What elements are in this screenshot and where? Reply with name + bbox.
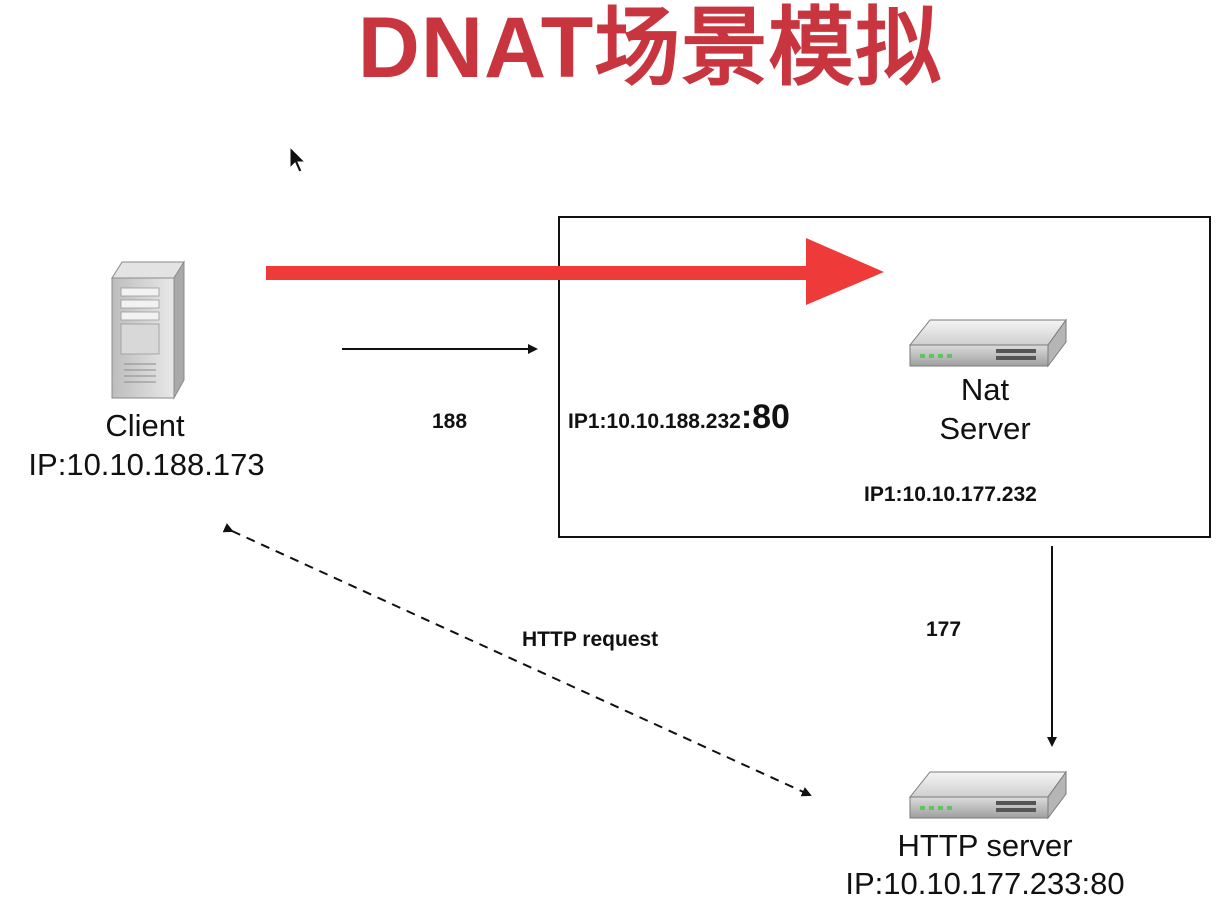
http-server-icon [908, 770, 1067, 820]
diagram-title: DNAT场景模拟 [357, 0, 943, 96]
nat-inbound-ip-label: IP1:10.10.188.232:80 [568, 398, 790, 437]
client-name-label: Client [105, 408, 185, 443]
client-server-icon [111, 260, 185, 400]
nat-to-http-network-label: 177 [926, 618, 962, 641]
nat-server-name-line1: Nat [960, 372, 1010, 407]
http-server-ip-label: IP:10.10.177.233:80 [845, 866, 1125, 901]
http-request-label: HTTP request [522, 628, 659, 651]
nat-inbound-port-text: :80 [740, 398, 790, 436]
mouse-cursor-icon [289, 145, 307, 173]
nat-server-name-line2: Server [939, 411, 1031, 446]
nat-server-icon [908, 318, 1067, 368]
nat-boundary-box [558, 216, 1211, 538]
client-ip-label: IP:10.10.188.173 [28, 447, 265, 482]
http-server-name-label: HTTP server [897, 828, 1073, 863]
highlight-arrow [266, 238, 884, 305]
nat-outbound-ip-label: IP1:10.10.177.232 [864, 483, 1037, 506]
http-request-arrow [222, 523, 812, 797]
nat-inbound-ip-text: IP1:10.10.188.232 [568, 410, 741, 433]
client-to-nat-network-label: 188 [432, 410, 468, 433]
